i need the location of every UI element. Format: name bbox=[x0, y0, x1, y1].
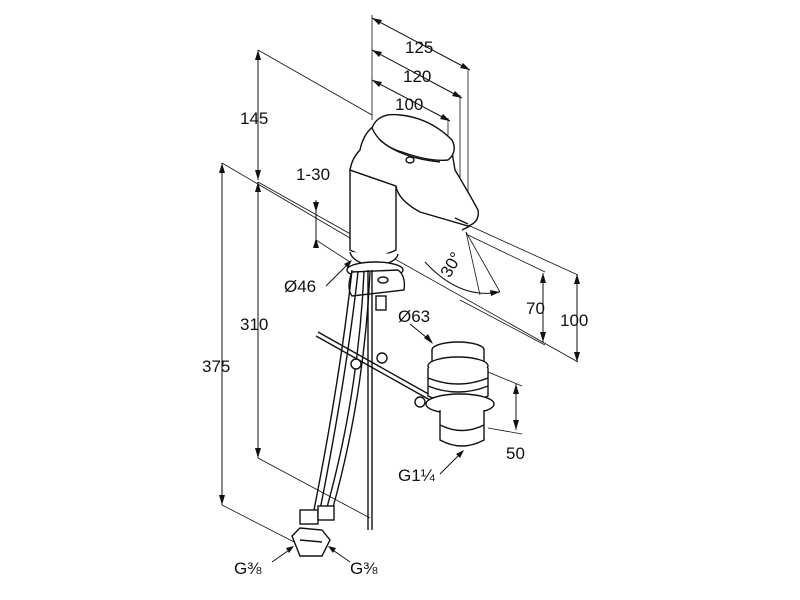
thread-label-arrows bbox=[271, 546, 351, 563]
angle-indicator bbox=[424, 231, 501, 296]
dim-50: 50 bbox=[506, 444, 525, 463]
drain-dimension-lines bbox=[409, 323, 523, 475]
mounting-hardware bbox=[291, 269, 406, 557]
dim-310: 310 bbox=[240, 315, 268, 334]
dim-100-top: 100 bbox=[395, 95, 423, 114]
dim-100-right: 100 bbox=[560, 311, 588, 330]
dim-1-30: 1-30 bbox=[296, 165, 330, 184]
dim-g3-8-left: G⅜ bbox=[234, 559, 262, 578]
dim-g3-8-right: G⅜ bbox=[350, 559, 378, 578]
drain-assembly bbox=[425, 341, 495, 447]
faucet-body bbox=[346, 113, 479, 279]
right-dimension-lines bbox=[459, 224, 580, 362]
dim-30-degree: 30° bbox=[437, 249, 466, 281]
dim-375: 375 bbox=[202, 357, 230, 376]
dim-dia63: Ø63 bbox=[398, 307, 430, 326]
dim-125: 125 bbox=[405, 38, 433, 57]
left-dimension-lines bbox=[219, 49, 579, 546]
dim-g1-1-4: G1¼ bbox=[398, 466, 436, 485]
dim-145: 145 bbox=[240, 109, 268, 128]
dim-120: 120 bbox=[403, 67, 431, 86]
pull-rod bbox=[315, 331, 433, 408]
dim-dia46: Ø46 bbox=[284, 277, 316, 296]
dim-70: 70 bbox=[526, 299, 545, 318]
top-dimension-lines bbox=[371, 15, 471, 215]
